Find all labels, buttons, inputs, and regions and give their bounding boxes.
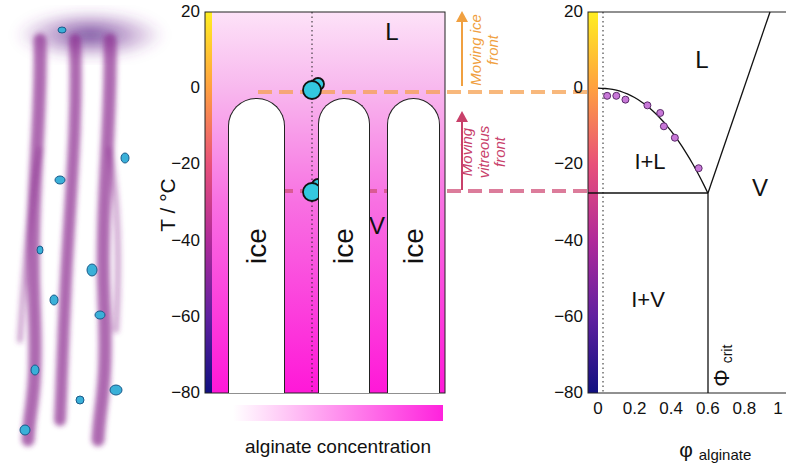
tick-label: 0: [574, 79, 583, 98]
annotation: Moving vitreous front: [459, 111, 509, 193]
subscript: crit: [720, 345, 735, 364]
tick-label: 0.2: [623, 400, 647, 419]
tick-label: 20: [181, 3, 200, 22]
tick-label: 0: [191, 79, 200, 98]
region-label: V: [369, 213, 385, 239]
tick-label: 1: [773, 400, 782, 419]
ice-finger: ice: [387, 98, 440, 393]
region-label: L: [695, 47, 708, 73]
data-point: [695, 165, 702, 172]
tick-label: −80: [554, 384, 583, 403]
annotation: Moving ice front: [468, 11, 501, 89]
data-point: [660, 123, 667, 130]
ice-finger: ice: [318, 98, 370, 393]
data-point: [657, 109, 664, 116]
data-point: [613, 92, 620, 99]
tick-label: 0: [593, 400, 602, 419]
render-image: [15, 10, 165, 440]
region-label: I+L: [634, 150, 665, 174]
tick-label: −20: [171, 155, 200, 174]
axis-title: T / °C: [156, 178, 179, 232]
data-point: [671, 134, 678, 141]
tick-label: −60: [171, 307, 200, 326]
ice-label: ice: [328, 228, 360, 264]
tick-label: 20: [564, 3, 583, 22]
tick-label: −80: [171, 384, 200, 403]
region-label: L: [385, 19, 398, 45]
schematic-panel: [205, 11, 598, 421]
subscript: alginate: [699, 447, 752, 464]
tick-label: −40: [171, 231, 200, 250]
tick-label: 0.6: [696, 400, 720, 419]
data-point: [604, 92, 611, 99]
phase-diagram: [588, 12, 786, 393]
ice-label: ice: [397, 228, 429, 264]
axis-symbol: φ: [679, 438, 693, 461]
axis-title: alginate concentration: [245, 437, 431, 458]
tick-label: −20: [554, 155, 583, 174]
axis-symbol: Φ: [710, 369, 734, 387]
tick-label: 0.8: [733, 400, 757, 419]
ice-finger: ice: [228, 98, 285, 393]
ice-label: ice: [240, 228, 272, 264]
tick-label: −60: [554, 307, 583, 326]
region-label: I+V: [631, 288, 665, 312]
tick-label: 0.4: [659, 400, 683, 419]
data-point: [644, 102, 651, 109]
tick-label: −40: [554, 231, 583, 250]
region-label: V: [752, 175, 768, 201]
data-point: [622, 96, 629, 103]
